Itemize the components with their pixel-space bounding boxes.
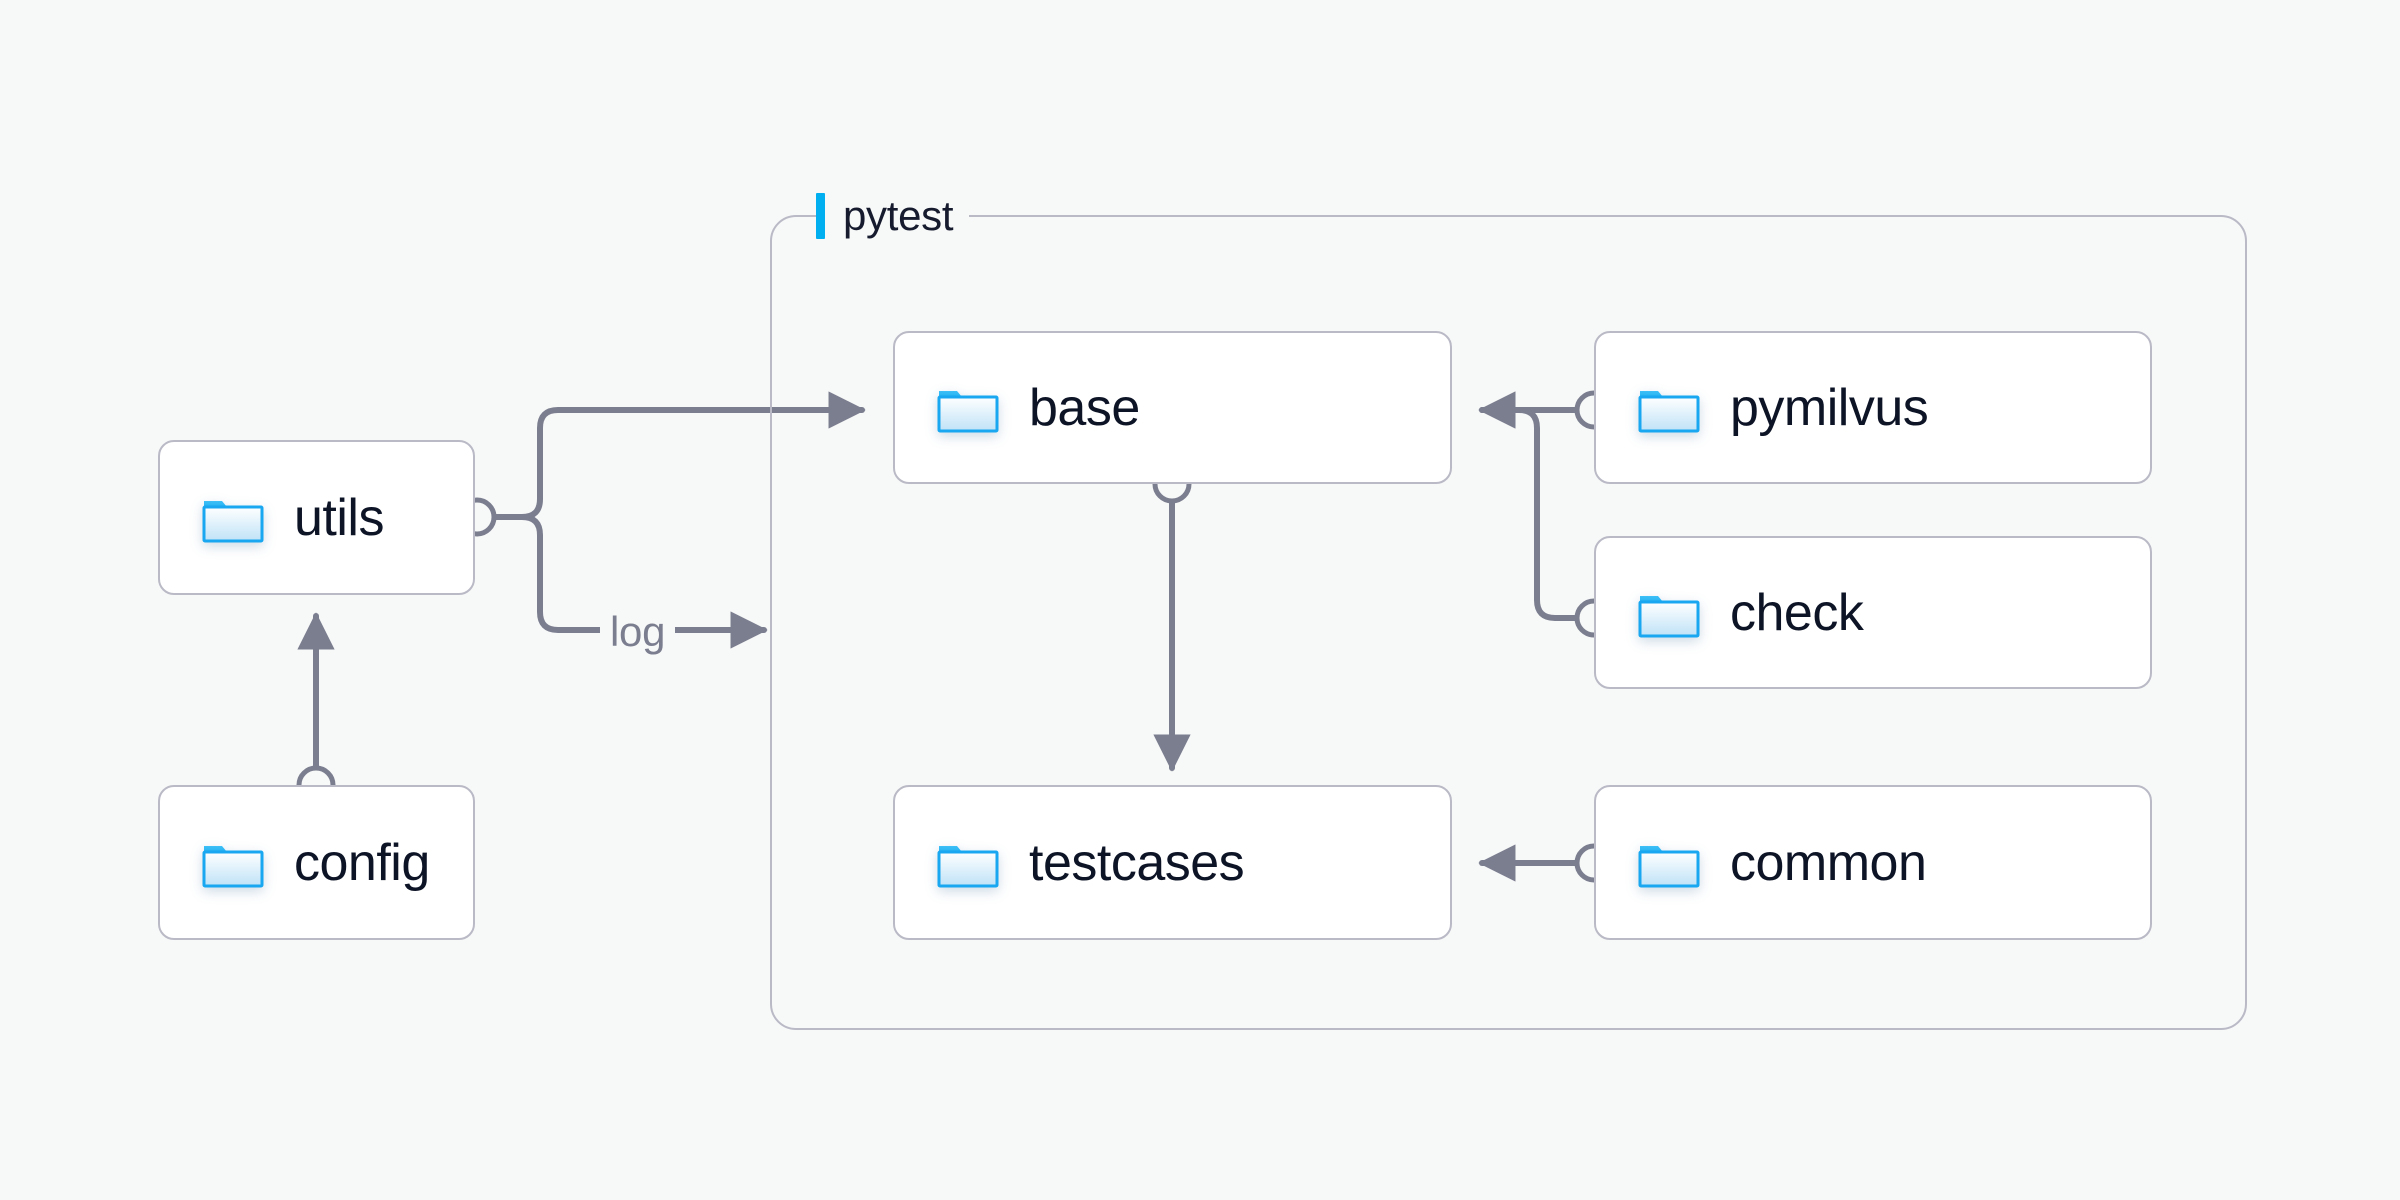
node-pymilvus[interactable]: pymilvus: [1594, 331, 2152, 484]
node-label-check: check: [1730, 583, 1864, 642]
group-label-pytest: pytest: [816, 188, 970, 244]
node-common[interactable]: common: [1594, 785, 2152, 940]
node-check[interactable]: check: [1594, 536, 2152, 689]
node-base[interactable]: base: [893, 331, 1452, 484]
group-frame-pytest: [770, 215, 2247, 1030]
edge-label-log: log: [600, 608, 676, 656]
folder-icon: [1638, 845, 1700, 887]
folder-icon: [202, 845, 264, 887]
node-config[interactable]: config: [158, 785, 475, 940]
node-label-base: base: [1029, 378, 1140, 437]
node-testcases[interactable]: testcases: [893, 785, 1452, 940]
folder-icon: [1638, 390, 1700, 432]
folder-icon: [202, 500, 264, 542]
node-label-utils: utils: [294, 488, 384, 547]
folder-icon: [1638, 595, 1700, 637]
node-label-pymilvus: pymilvus: [1730, 378, 1929, 437]
node-label-testcases: testcases: [1029, 833, 1245, 892]
folder-icon: [937, 390, 999, 432]
node-label-config: config: [294, 833, 430, 892]
folder-icon: [937, 845, 999, 887]
group-accent-bar: [816, 193, 825, 239]
node-utils[interactable]: utils: [158, 440, 475, 595]
group-title: pytest: [843, 192, 954, 239]
node-label-common: common: [1730, 833, 1927, 892]
